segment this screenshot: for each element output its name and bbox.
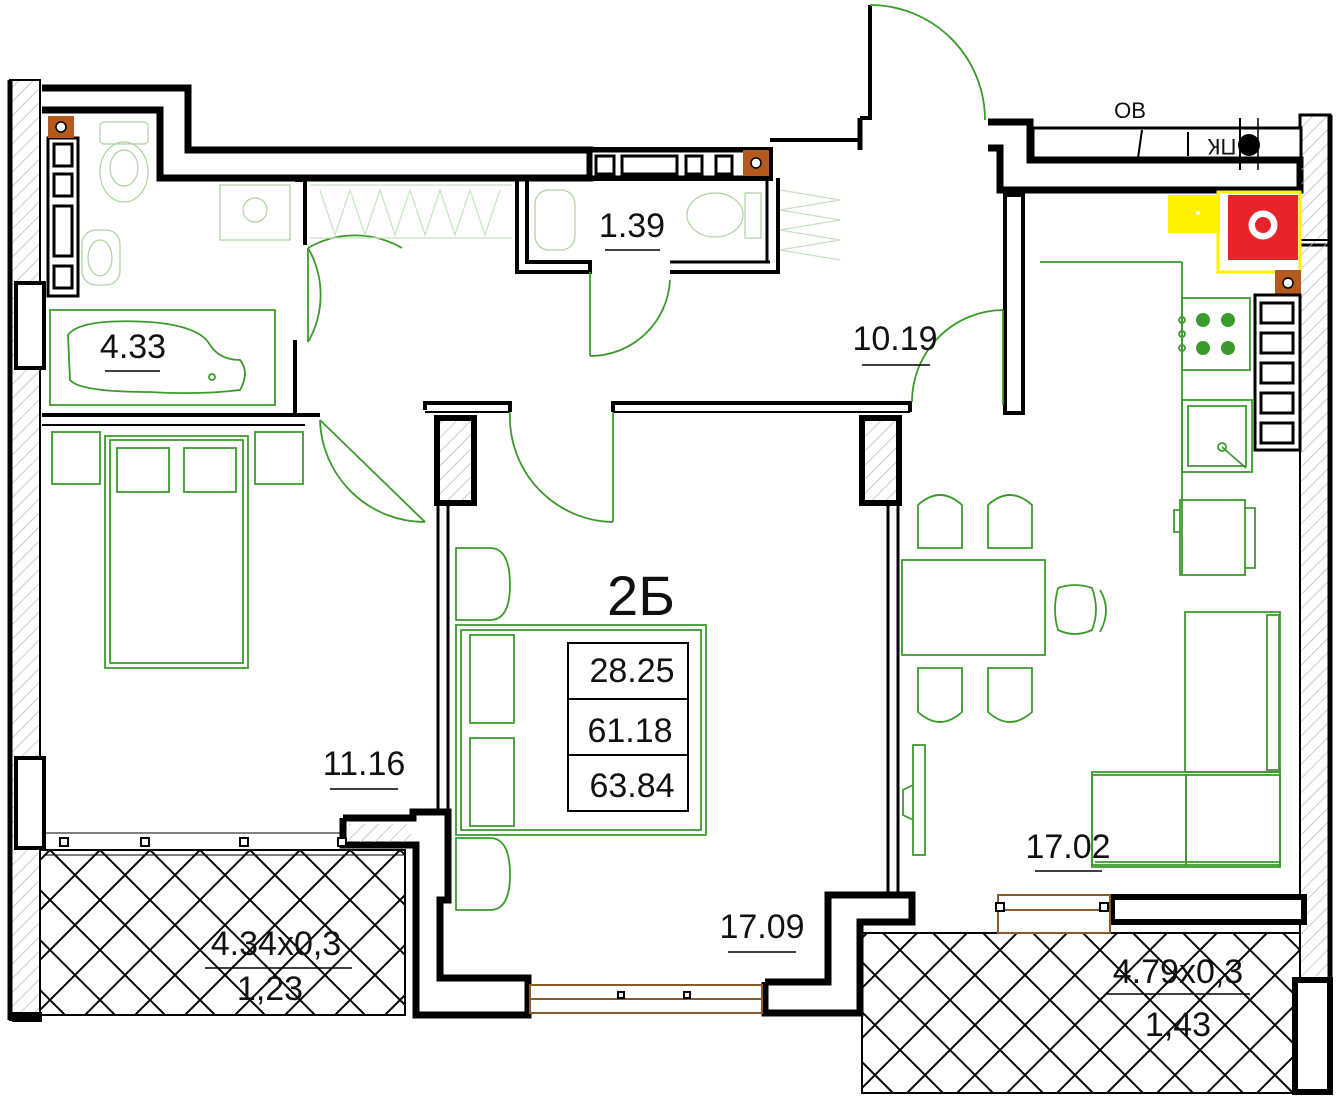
utility-shaft: ОВ ПК — [1031, 98, 1303, 170]
room-labels: 4.33 1.39 10.19 11.16 17.09 17.02 2Б 28.… — [100, 207, 1250, 1044]
kitchen-area: 17.02 — [1025, 828, 1110, 866]
area-total-balcony: 63.84 — [589, 767, 674, 805]
kitchen-furniture — [901, 190, 1302, 868]
shaft-sewer-label: ПК — [1208, 134, 1237, 159]
hall-area: 10.19 — [852, 320, 937, 358]
wc-area: 1.39 — [599, 207, 665, 245]
shaft-ventilation-label: ОВ — [1114, 98, 1146, 123]
living-area: 17.09 — [719, 908, 804, 946]
area-total: 61.18 — [587, 712, 672, 750]
living-furniture — [455, 547, 1109, 999]
balcony-left — [39, 849, 406, 1016]
doors — [307, 4, 1004, 523]
balcony-left-dims: 4.34x0,3 — [211, 925, 341, 963]
apartment-code: 2Б — [607, 564, 675, 627]
balcony-left-area: 1,23 — [237, 970, 303, 1008]
balcony-right-area: 1,43 — [1145, 1006, 1211, 1044]
balcony-right — [861, 932, 1301, 1094]
bathroom-area: 4.33 — [100, 328, 166, 366]
wc-fixtures — [310, 147, 841, 261]
balcony-right-dims: 4.79x0,3 — [1113, 953, 1243, 991]
boiler-zone — [1168, 195, 1220, 233]
area-living: 28.25 — [589, 652, 674, 690]
bedroom-area: 11.16 — [323, 745, 406, 783]
bedroom-furniture — [51, 431, 347, 847]
bathroom-fixtures — [46, 116, 291, 406]
